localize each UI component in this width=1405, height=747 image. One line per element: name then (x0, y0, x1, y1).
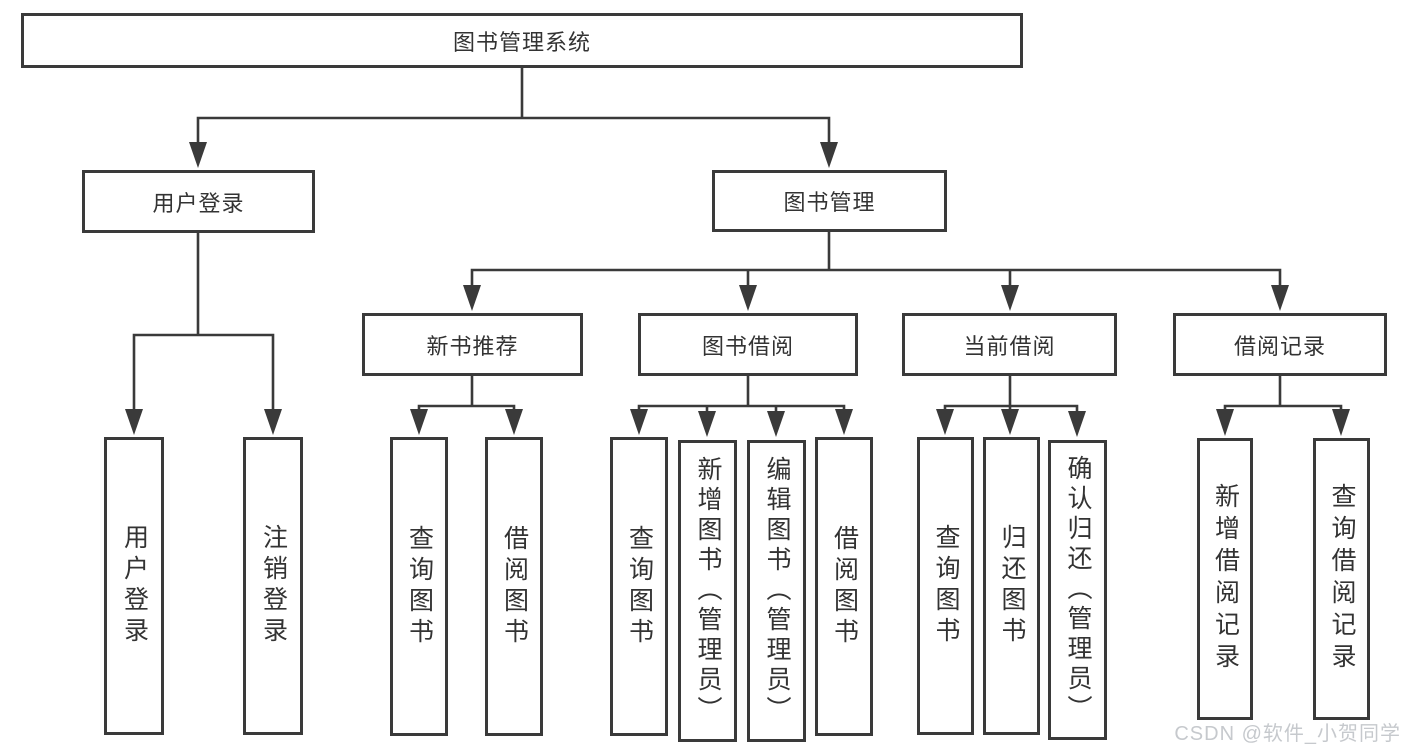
arrowhead (739, 285, 757, 311)
node-label: 新增借阅记录 (1211, 483, 1240, 675)
arrowhead (1332, 409, 1350, 436)
node-user-login: 用户登录 (82, 170, 315, 233)
node-label: 新增图书（管理员） (694, 456, 722, 726)
arrowhead (936, 409, 954, 435)
node-label: 图书借阅 (701, 333, 794, 359)
node-label: 新书推荐 (426, 333, 519, 359)
connector-login-branch (132, 333, 275, 412)
node-label: 查询图书 (405, 524, 434, 649)
node-query-books-borrowing: 查询图书 (610, 437, 668, 736)
node-label: 查询图书 (932, 524, 960, 648)
node-label: 借阅记录 (1233, 333, 1326, 359)
node-confirm-return-admin: 确认归还（管理员） (1048, 440, 1107, 740)
connector-management-branch (470, 268, 1282, 288)
arrowhead (630, 409, 648, 435)
node-add-books-admin: 新增图书（管理员） (678, 440, 737, 742)
arrowhead (410, 409, 428, 435)
connector-recommend-branch (417, 404, 516, 412)
node-label: 图书管理 (783, 190, 876, 215)
node-book-borrowing: 图书借阅 (638, 313, 858, 376)
node-book-management: 图书管理 (712, 170, 947, 232)
arrowhead (698, 411, 716, 437)
arrowhead (1271, 285, 1289, 311)
node-library-management-system: 图书管理系统 (21, 13, 1023, 68)
csdn-watermark: CSDN @软件_小贺同学 (1174, 723, 1401, 745)
node-label: 查询借阅记录 (1328, 483, 1356, 675)
node-query-borrow-record: 查询借阅记录 (1313, 438, 1370, 720)
node-borrow-books-recommend: 借阅图书 (485, 437, 543, 736)
arrowhead (189, 142, 207, 168)
node-label: 借阅图书 (500, 524, 529, 649)
node-label: 用户登录 (152, 190, 245, 216)
node-label: 用户登录 (120, 524, 149, 648)
connector-borrow-branch (637, 404, 846, 412)
arrowhead (835, 409, 853, 435)
arrowhead (1068, 411, 1086, 437)
arrowhead (1001, 285, 1019, 311)
node-current-borrowing: 当前借阅 (902, 313, 1117, 376)
node-borrow-books-borrowing: 借阅图书 (815, 437, 873, 736)
arrowhead (463, 285, 481, 311)
node-add-borrow-record: 新增借阅记录 (1197, 438, 1253, 720)
node-return-books: 归还图书 (983, 437, 1040, 735)
node-label: 当前借阅 (963, 333, 1056, 359)
node-user-login-leaf: 用户登录 (104, 437, 164, 735)
node-label: 借阅图书 (830, 524, 859, 649)
node-label: 注销登录 (259, 524, 288, 648)
arrowhead (264, 409, 282, 435)
arrowhead (125, 409, 143, 435)
node-edit-books-admin: 编辑图书（管理员） (747, 440, 806, 742)
node-borrowing-records: 借阅记录 (1173, 313, 1387, 376)
arrowhead (767, 411, 785, 437)
node-label: 归还图书 (998, 524, 1026, 648)
connector-root-branch (196, 116, 831, 145)
arrowhead (1001, 409, 1019, 435)
node-logout-leaf: 注销登录 (243, 437, 303, 735)
arrowhead (505, 409, 523, 435)
node-query-books-current: 查询图书 (917, 437, 974, 735)
node-label: 编辑图书（管理员） (763, 456, 791, 726)
arrowhead (820, 142, 838, 168)
node-new-book-recommendation: 新书推荐 (362, 313, 583, 376)
arrowhead (1216, 409, 1234, 436)
node-query-books-recommend: 查询图书 (390, 437, 448, 736)
node-label: 图书管理系统 (452, 29, 591, 55)
connector-records-branch (1223, 404, 1343, 412)
node-label: 查询图书 (625, 524, 654, 649)
node-label: 确认归还（管理员） (1064, 455, 1092, 725)
